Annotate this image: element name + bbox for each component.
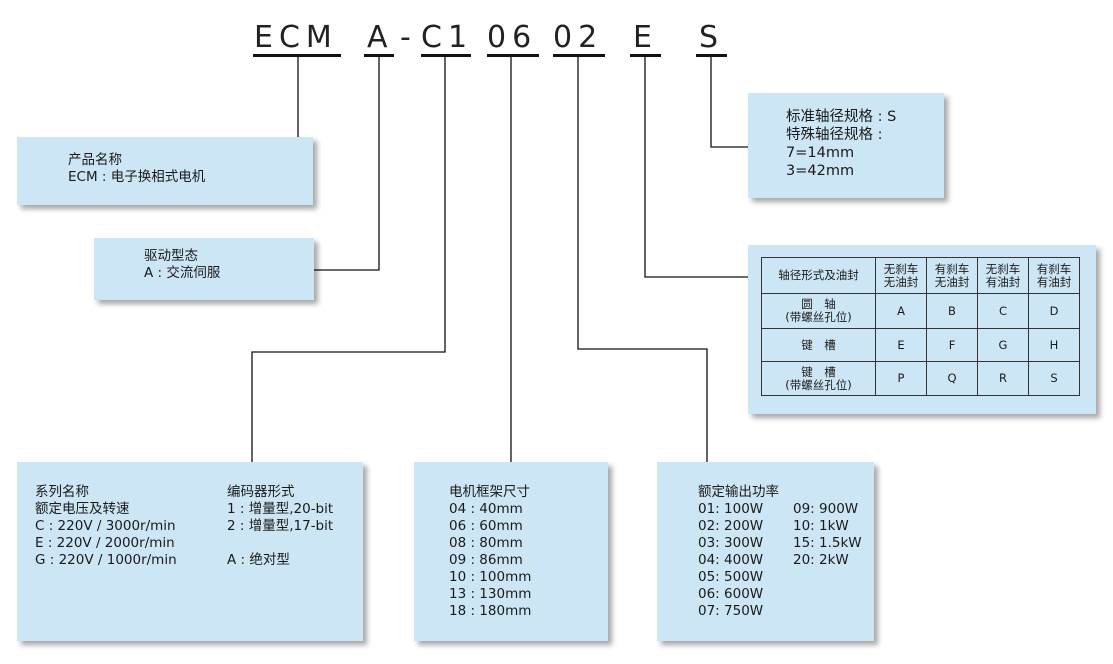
frame-size-box: 电机框架尺寸 04 : 40mm 06 : 60mm 08 : 80mm 09 … <box>414 462 608 641</box>
underline-seal <box>630 54 661 57</box>
connector-drive <box>314 57 380 271</box>
table-header-row: 轴径形式及油封 无刹车无油封 有刹车无油封 无刹车有油封 有刹车有油封 <box>761 257 1080 294</box>
rated-power-box: 额定输出功率 01: 100W 02: 200W 03: 300W 04: 40… <box>657 462 874 641</box>
table-row-label: 圆 轴(带螺丝孔位) <box>761 293 876 329</box>
table-cell: H <box>1028 328 1080 362</box>
frame-size-item: 10 : 100mm <box>449 569 532 585</box>
drive-type-box: 驱动型态 A : 交流伺服 <box>94 238 314 300</box>
rated-power-item: 01: 100W <box>698 501 764 517</box>
series-title: 系列名称 <box>35 484 89 500</box>
code-segment-power: 02 <box>553 20 604 55</box>
encoder-title: 编码器形式 <box>227 484 295 500</box>
code-segment-seal: E <box>633 20 658 55</box>
rated-power-title: 额定输出功率 <box>698 484 779 500</box>
underline-power <box>553 54 605 57</box>
frame-size-item: 13 : 130mm <box>449 586 532 602</box>
encoder-column: 编码器形式 1 : 增量型,20-bit 2 : 增量型,17-bit A : … <box>227 484 333 569</box>
table-cell: C <box>977 293 1029 329</box>
code-segment-drive: A <box>367 20 394 55</box>
encoder-item: 1 : 增量型,20-bit <box>227 501 334 517</box>
table-row-label: 键 槽(带螺丝孔位) <box>761 361 876 396</box>
table-cell: E <box>875 328 927 362</box>
table-cell: A <box>875 293 927 329</box>
frame-size-item: 09 : 86mm <box>449 552 523 568</box>
frame-size-item: 04 : 40mm <box>449 501 523 517</box>
shaft-spec-line: 标准轴径规格 : S <box>786 109 897 125</box>
underline-series <box>421 54 471 57</box>
rated-power-item: 02: 200W <box>698 518 764 534</box>
underline-ecm <box>253 54 341 57</box>
series-item: E : 220V / 2000r/min <box>35 535 175 551</box>
table-cell: B <box>926 293 978 329</box>
shaft-seal-table-box: 轴径形式及油封 无刹车无油封 有刹车无油封 无刹车有油封 有刹车有油封 圆 轴(… <box>748 245 1096 414</box>
series-item: G : 220V / 1000r/min <box>35 552 177 568</box>
table-cell: P <box>875 361 927 396</box>
rated-power-item: 07: 750W <box>698 603 764 619</box>
encoder-item: A : 绝对型 <box>227 552 290 568</box>
rated-power-item: 09: 900W <box>793 501 859 517</box>
connector-seal <box>644 57 748 278</box>
shaft-spec-line: 3=42mm <box>786 163 855 179</box>
table-cell: F <box>926 328 978 362</box>
table-corner: 轴径形式及油封 <box>761 257 876 294</box>
shaft-seal-table: 轴径形式及油封 无刹车无油封 有刹车无油封 无刹车有油封 有刹车有油封 圆 轴(… <box>761 257 1080 396</box>
drive-type-value: A : 交流伺服 <box>144 265 221 281</box>
code-segment-dash: - <box>400 20 417 55</box>
table-cell: R <box>977 361 1029 396</box>
table-col-header: 无刹车无油封 <box>875 257 927 294</box>
rated-power-item: 03: 300W <box>698 535 764 551</box>
table-col-header: 有刹车有油封 <box>1028 257 1080 294</box>
code-segment-ecm: ECM <box>254 20 338 55</box>
frame-size-title: 电机框架尺寸 <box>449 484 530 500</box>
table-cell: Q <box>926 361 978 396</box>
table-row: 键 槽 E F G H <box>761 328 1080 362</box>
rated-power-column-b: 09: 900W 10: 1kW 15: 1.5kW 20: 2kW <box>793 501 862 569</box>
connector-power <box>577 57 708 462</box>
rated-power-item: 20: 2kW <box>793 552 849 568</box>
encoder-item: 2 : 增量型,17-bit <box>227 518 334 534</box>
series-subtitle: 额定电压及转速 <box>35 501 130 517</box>
table-row: 键 槽(带螺丝孔位) P Q R S <box>761 361 1080 396</box>
table-cell: G <box>977 328 1029 362</box>
rated-power-item: 05: 500W <box>698 569 764 585</box>
table-col-header: 无刹车有油封 <box>977 257 1029 294</box>
product-name-box: 产品名称 ECM : 电子换相式电机 <box>17 137 313 205</box>
frame-size-item: 06 : 60mm <box>449 518 523 534</box>
frame-size-item: 08 : 80mm <box>449 535 523 551</box>
table-row: 圆 轴(带螺丝孔位) A B C D <box>761 293 1080 329</box>
underline-shaft <box>696 54 727 57</box>
code-segment-series: C1 <box>421 20 474 55</box>
rated-power-item: 04: 400W <box>698 552 764 568</box>
code-segment-frame: 06 <box>487 20 538 55</box>
shaft-spec-line: 7=14mm <box>786 145 855 161</box>
model-code: ECM A - C1 06 02 E S <box>0 0 1113 70</box>
underline-drive <box>364 54 394 57</box>
code-segment-shaft: S <box>699 20 725 55</box>
table-col-header: 有刹车无油封 <box>926 257 978 294</box>
table-cell: D <box>1028 293 1080 329</box>
product-name-title: 产品名称 <box>68 152 122 168</box>
shaft-spec-box: 标准轴径规格 : S 特殊轴径规格 : 7=14mm 3=42mm <box>748 93 944 198</box>
series-item: C : 220V / 3000r/min <box>35 518 176 534</box>
rated-power-item: 06: 600W <box>698 586 764 602</box>
rated-power-item: 10: 1kW <box>793 518 849 534</box>
connector-shaft <box>710 57 748 148</box>
table-cell: S <box>1028 361 1080 396</box>
series-box: 系列名称 额定电压及转速 C : 220V / 3000r/min E : 22… <box>17 462 363 641</box>
drive-type-title: 驱动型态 <box>144 248 198 264</box>
shaft-spec-line: 特殊轴径规格 : <box>786 127 883 143</box>
product-name-value: ECM : 电子换相式电机 <box>68 169 206 185</box>
table-row-label: 键 槽 <box>761 328 876 362</box>
frame-size-item: 18 : 180mm <box>449 603 532 619</box>
underline-frame <box>487 54 539 57</box>
rated-power-item: 15: 1.5kW <box>793 535 862 551</box>
